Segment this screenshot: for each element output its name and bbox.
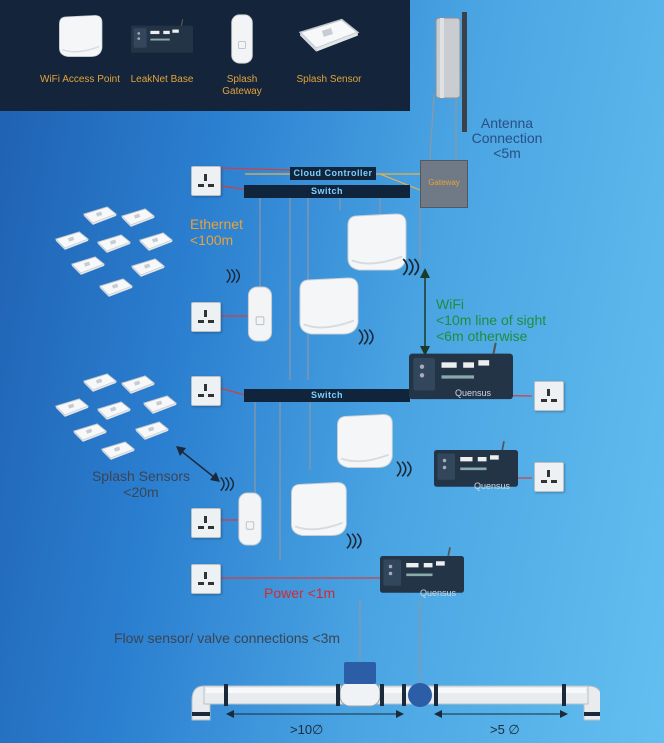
splash-sensor-icon (138, 231, 174, 251)
wifi-access-point-icon (294, 276, 362, 336)
wifi-waves-icon (400, 256, 424, 278)
power-socket-7 (534, 462, 564, 492)
switch-top-bar: Switch (244, 185, 410, 198)
pipe-assembly (191, 662, 600, 721)
base-brand-label: Quensus (455, 388, 492, 398)
legend-item-wifi-access-point: WiFi Access Point (40, 14, 120, 85)
splash-sensor-icon (134, 420, 170, 440)
pipe-left-dimension-label: >10∅ (290, 722, 324, 737)
power-socket-2 (191, 302, 221, 332)
power-socket-6 (534, 381, 564, 411)
legend-panel: WiFi Access Point LeakNet Base Splash Ga… (0, 0, 410, 111)
power-socket-3 (191, 376, 221, 406)
splash-sensor-icon (120, 374, 156, 394)
legend-label: Splash Gateway (222, 74, 262, 97)
legend-label: WiFi Access Point (39, 74, 121, 85)
splash-sensor-icon (54, 230, 90, 250)
splash-sensor-icon (70, 255, 106, 275)
splash-sensor-icon (82, 372, 118, 392)
wifi-access-point-icon (332, 412, 396, 470)
power-label: Power <1m (264, 585, 336, 601)
wifi-access-point-icon (286, 480, 350, 538)
splash-sensor-icon (82, 205, 118, 225)
splash-sensor-cluster-top (50, 205, 170, 305)
power-socket-4 (191, 508, 221, 538)
splash-gateway-icon (236, 492, 264, 546)
splash-sensor-icon (130, 257, 166, 277)
leaknet-base-3: Quensus (380, 536, 464, 604)
legend-label: Splash Sensor (296, 74, 362, 85)
gateway-label: Gateway (428, 178, 460, 187)
splash-sensor-icon (54, 397, 90, 417)
power-socket-1 (191, 166, 221, 196)
leaknet-base-2: Quensus (434, 432, 518, 496)
ethernet-label: Ethernet <100m (190, 216, 243, 248)
splash-sensor-icon (96, 233, 132, 253)
wifi-range-label: WiFi <10m line of sight <6m otherwise (436, 296, 547, 344)
switch-bottom-bar: Switch (244, 389, 410, 402)
legend-item-splash-gateway: Splash Gateway (202, 14, 282, 97)
splash-sensor-cluster-bottom (50, 372, 180, 472)
wifi-waves-icon (344, 530, 366, 552)
splash-sensor-icon (142, 394, 178, 414)
legend-label: LeakNet Base (130, 74, 194, 85)
antenna-connection-label: Antenna Connection <5m (471, 115, 543, 161)
gateway-box: Gateway (420, 160, 468, 208)
wifi-waves-icon (224, 266, 244, 286)
legend-item-leaknet-base: LeakNet Base (122, 14, 202, 85)
splash-sensor-icon (98, 277, 134, 297)
splash-sensor-icon (120, 207, 156, 227)
splash-gateway-icon (245, 286, 275, 342)
cloud-controller-bar: Cloud Controller (290, 167, 376, 180)
base-brand-label: Quensus (474, 481, 511, 491)
splash-sensor-icon (100, 440, 136, 460)
wifi-waves-icon (394, 458, 416, 480)
base-brand-label: Quensus (420, 588, 457, 598)
wifi-waves-icon (218, 474, 238, 494)
splash-sensor-icon (96, 400, 132, 420)
flow-sensor-label: Flow sensor/ valve connections <3m (114, 630, 341, 646)
legend-item-splash-sensor: Splash Sensor (289, 14, 369, 85)
wifi-waves-icon (356, 326, 378, 348)
splash-sensors-label: Splash Sensors <20m (91, 468, 191, 500)
antenna-icon (435, 12, 467, 132)
splash-sensor-icon (72, 422, 108, 442)
power-socket-5 (191, 564, 221, 594)
pipe-right-dimension-label: >5 ∅ (490, 722, 520, 737)
leaknet-base-1: Quensus (409, 338, 513, 404)
